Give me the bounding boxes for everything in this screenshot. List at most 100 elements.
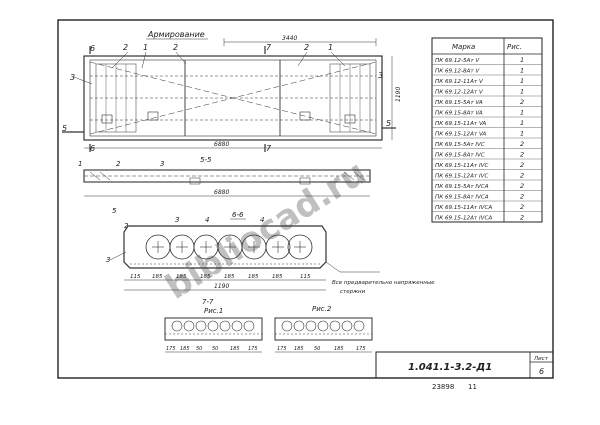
table-cell-fig: 2 [520,203,524,211]
callout-plan-6-bottom: 6 [90,144,95,153]
span-7-6: 175 [248,346,258,352]
callout-plan-6: 6 [90,44,95,53]
callout-1b: 1 [328,43,333,52]
inventory-suffix: 11 [468,383,477,391]
table-cell-fig: 2 [520,182,524,190]
table-cell-mark: ПК 69.15-11Ат IVС [435,163,488,169]
span-6-2: 185 [152,274,163,280]
void-circles [145,234,313,260]
dim-plan-width: 1190 [395,87,402,102]
table-cell-mark: ПК 69.15-8Ат IVСА [435,195,489,201]
table-cell-fig: 1 [520,130,524,138]
table-cell-fig: 2 [520,98,524,106]
sheet-label: Лист [533,356,549,362]
span-7-1: 175 [166,346,176,352]
table-cell-mark: ПК 69.15-5Ат IVС [435,142,485,148]
section-7-7-label: 7-7 [202,298,214,306]
callout-3: 3 [70,73,75,82]
callout-2a: 2 [123,43,128,52]
table-cell-mark: ПК 69.15-8Ат VA [435,111,483,117]
table-cell-mark: ПК 69.15-11Ат IVСА [435,205,492,211]
span-6-1: 115 [130,274,141,280]
table-cell-fig: 1 [520,119,524,127]
table-cell-fig: 1 [520,67,524,75]
callout-3b: 3 [378,71,383,80]
table-cell-fig: 1 [520,77,524,85]
callout-6-5: 5 [112,207,117,215]
span-v2-5: 175 [356,346,366,352]
table-cell-fig: 2 [520,172,524,180]
title-block [375,351,554,379]
span-v2-4: 185 [334,346,344,352]
callout-6-3: 3 [106,256,110,264]
table-cell-mark: ПК 69.15-8Ат IVС [435,153,485,159]
table-cell-mark: ПК 69.15-12Ат VA [435,132,486,138]
dim-section-width: 1190 [214,283,229,290]
table-cell-mark: ПК 69.12-12Ат V [435,90,484,96]
sheet-number: 6 [539,367,544,376]
table-cell-mark: ПК 69.12-11Ат V [435,79,484,85]
table-cell-mark: ПК 69.12-8Ат V [435,69,480,75]
sheet-frame [57,19,554,379]
section-6-6 [123,225,327,269]
dim-plan-length: 6880 [214,141,229,148]
span-7-4: 50 [212,346,218,352]
drawing-designation: 1.041.1-3.2-Д1 [408,362,492,373]
span-v2-2: 185 [294,346,304,352]
callout-plan-7: 7 [266,43,272,52]
callout-plan-5-right: 5 [386,119,391,128]
table-cell-mark: ПК 69.15-12Ат IVСА [435,216,492,222]
span-6-8: 115 [300,274,311,280]
span-6-5: 185 [224,274,235,280]
span-7-5: 185 [230,346,240,352]
callout-2c: 2 [304,43,309,52]
section-5-5-label: 5-5 [200,156,212,164]
callout-5-1: 1 [78,160,82,168]
section-6-6-label: 6-6 [232,211,244,219]
span-7-3: 50 [196,346,202,352]
callout-1a: 1 [143,43,148,52]
callout-6-4b: 4 [260,216,264,224]
table-cell-mark: ПК 69.12-5Ат V [435,58,480,64]
table-cell-mark: ПК 69.15-11Ат VA [435,121,486,127]
table-cell-fig: 1 [520,56,524,64]
span-v2-1: 175 [277,346,287,352]
span-6-4: 185 [200,274,211,280]
callout-5-2: 2 [116,160,121,168]
table-header-fig: Рис. [507,43,522,51]
callout-6-1: 3 [175,216,179,224]
table-cell-mark: ПК 69.15-5Ат VA [435,100,483,106]
table-cell-fig: 1 [520,109,524,117]
callout-6-4a: 4 [205,216,209,224]
table-cell-mark: ПК 69.15-12Ат IVС [435,174,488,180]
table-cell-fig: 2 [520,140,524,148]
drawing-heading: Армирование [147,30,205,39]
table-rows: ПК 69.12-5Ат V 1 ПК 69.12-8Ат V 1 ПК 69.12-1… [435,56,524,222]
callout-6-2: 2 [124,222,129,230]
marks-table [431,37,543,223]
table-header-mark: Марка [452,43,475,51]
span-6-7: 185 [272,274,283,280]
variant-2-label: Рис.2 [312,305,332,313]
section-5-5 [83,169,371,185]
support-note-2: стержни [340,289,366,295]
dim-plan-half: 3440 [282,35,297,42]
table-cell-fig: 1 [520,88,524,96]
support-note-1: Все предварительно напряженные [332,280,435,286]
table-cell-mark: ПК 69.15-5Ат IVСА [435,184,489,190]
section-7-7 [164,317,263,341]
table-cell-fig: 2 [520,214,524,222]
plan-view [62,46,396,152]
span-7-2: 185 [180,346,190,352]
section-variant-2 [274,317,373,341]
callout-5-3: 3 [160,160,164,168]
callout-2b: 2 [173,43,178,52]
span-6-6: 185 [248,274,259,280]
table-cell-fig: 2 [520,193,524,201]
inventory-number: 23898 [432,383,454,391]
variant-1-label: Рис.1 [204,307,223,315]
span-v2-3: 50 [314,346,320,352]
callout-plan-7-bottom: 7 [266,144,272,153]
span-6-3: 185 [176,274,187,280]
